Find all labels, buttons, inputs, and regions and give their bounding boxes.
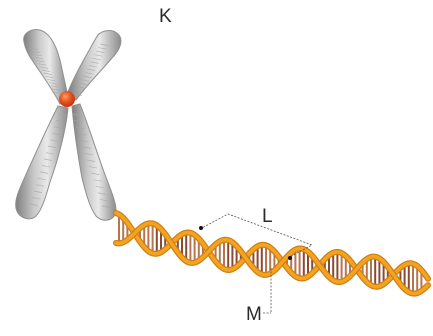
label-l: L — [262, 207, 273, 226]
chromatid-arm-lower-left — [16, 106, 68, 219]
centromere — [59, 91, 75, 107]
chromatid-arm-upper-right — [68, 31, 121, 100]
chromatid-arm-upper-left — [24, 30, 67, 104]
l-marker-dot-right — [288, 256, 292, 260]
l-marker-dot-left — [199, 226, 203, 230]
label-m: M — [246, 305, 262, 324]
label-k: K — [159, 7, 172, 26]
chromosome-icon — [16, 30, 121, 221]
